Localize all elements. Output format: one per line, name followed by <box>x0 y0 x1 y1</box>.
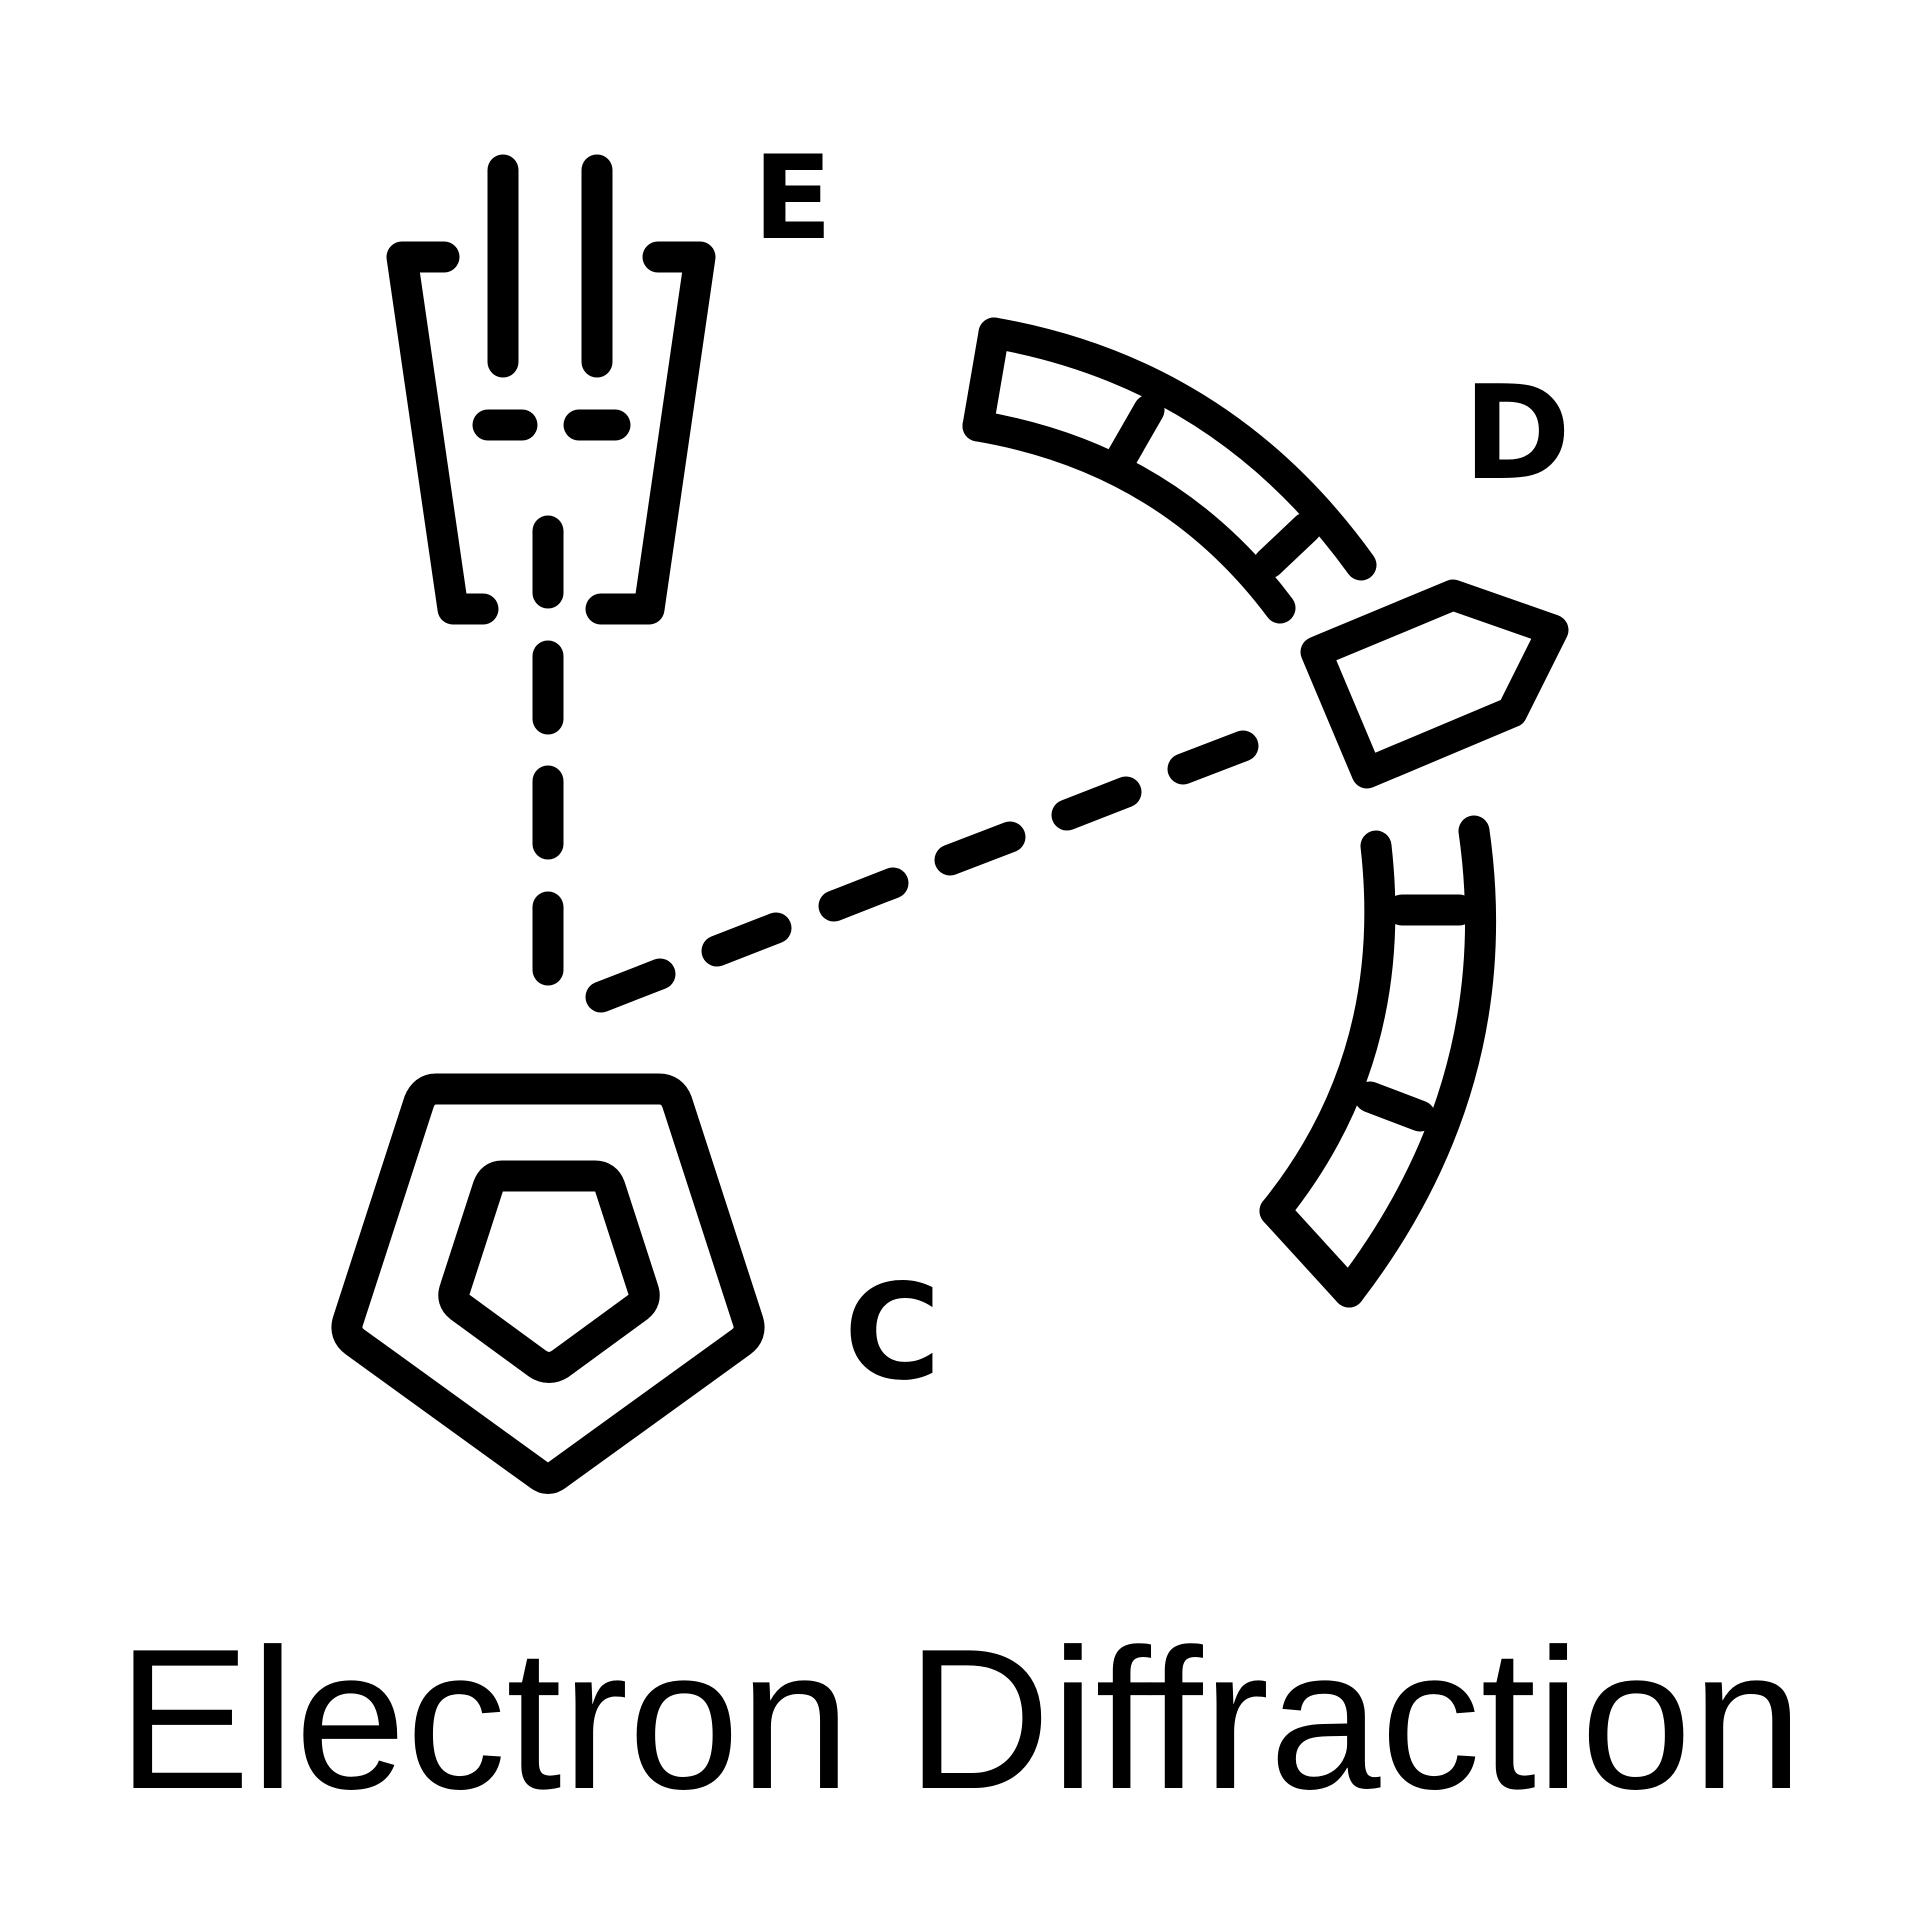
arc-inner <box>962 410 1296 624</box>
gun-housing-right <box>585 241 716 625</box>
label-c: C <box>844 1256 941 1410</box>
arc-outer <box>1333 815 1497 1308</box>
arc-rib <box>1106 394 1165 473</box>
detector-camera <box>1300 579 1569 789</box>
upper-detector-arc <box>962 317 1377 624</box>
label-e: E <box>753 131 832 266</box>
arc-inner <box>1259 830 1396 1227</box>
gun-housing-left <box>386 241 499 625</box>
lower-screen-arc <box>1259 815 1497 1308</box>
diagram-caption: Electron Diffraction <box>117 1608 1803 1831</box>
beam-dash <box>1167 730 1259 785</box>
beam-dash <box>585 958 676 1013</box>
crystal-outer-pentagon <box>331 1073 765 1494</box>
beam-dash <box>701 912 792 967</box>
arc-rib <box>1354 1081 1436 1132</box>
crystal-inner-pentagon <box>438 1160 660 1383</box>
arc-rib <box>1253 512 1322 579</box>
arc-end-cap <box>1259 1195 1365 1308</box>
arc-end-cap <box>962 317 1010 442</box>
beam-dash <box>818 867 909 922</box>
arc-outer <box>978 317 1377 581</box>
label-d: D <box>1463 357 1571 509</box>
crystal-sample <box>331 1073 765 1494</box>
diffracted-beam <box>585 730 1259 1013</box>
beam-dash <box>934 821 1026 876</box>
beam-dash <box>1051 776 1142 831</box>
electron-gun <box>386 154 716 625</box>
